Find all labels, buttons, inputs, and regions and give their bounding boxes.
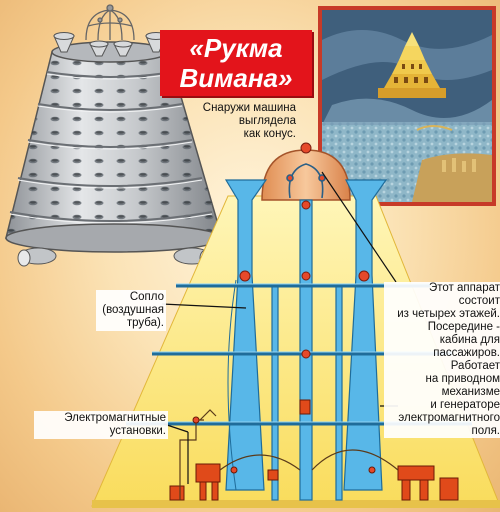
cone-exterior [5,4,223,267]
note-line: на приводном [425,373,500,385]
note-cone: Снаружи машина выглядела как конус. [168,102,296,141]
note-electromagnetic: Электромагнитные установки. [34,411,168,439]
note-line: из четырех этажей. [397,308,500,320]
note-line: Посередине - [427,321,500,333]
note-line: механизме [441,386,500,398]
note-line: кабина для [439,334,500,346]
note-line: как конус. [243,128,296,140]
dome-icon [85,4,135,41]
note-line: пассажиров. [433,347,500,359]
note-line: (воздушная [102,304,164,316]
note-line: состоит [458,295,500,307]
page-title: «Рукма Вимана» [160,30,312,96]
note-line: труба). [126,317,164,329]
note-nozzle: Сопло (воздушная труба). [96,290,166,331]
title-line: «Рукма [189,33,283,63]
note-line: Работает [450,360,500,372]
note-apparatus: Этот аппарат состоит из четырех этажей. … [384,282,500,438]
note-line: Этот аппарат [428,282,500,294]
inset-painting [318,6,496,206]
note-line: Электромагнитные [64,412,166,424]
painting-illustration [322,10,492,202]
funnel-icon [53,32,167,57]
note-line: и генераторе [430,399,500,411]
note-line: Сопло [129,291,164,303]
machinery [169,399,459,501]
note-line: поля. [471,425,500,437]
note-line: электромагнитного [398,412,500,424]
note-line: установки. [109,425,166,437]
note-line: Снаружи машина [202,102,296,114]
note-line: выглядела [238,115,296,127]
title-line: Вимана» [179,63,293,93]
